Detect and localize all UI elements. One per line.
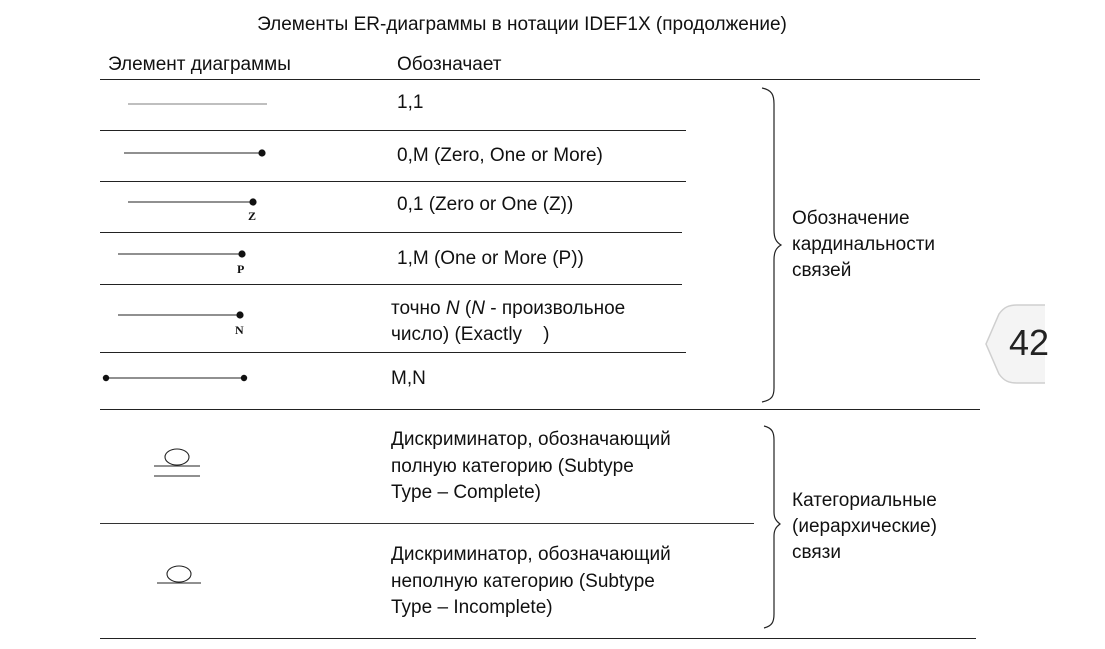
row-meaning-5-line1: точно N (N - произвольное xyxy=(391,296,625,321)
group1-label-2: кардинальности xyxy=(792,234,936,255)
symbol-circle-double-line xyxy=(154,448,200,477)
row-divider xyxy=(100,181,686,182)
symbol-circle-single-line xyxy=(157,565,201,584)
symbol-letter-n: N xyxy=(235,323,244,337)
meaning-rest: - произвольное xyxy=(484,298,626,319)
disc1-line1: Дискриминатор, обозначающий xyxy=(391,429,671,450)
header-element: Элемент диаграммы xyxy=(108,54,291,75)
meaning-n: N xyxy=(471,298,485,319)
row-divider xyxy=(100,130,686,131)
row-divider xyxy=(100,352,686,353)
row-meaning-2: 0,M (Zero, One or More) xyxy=(397,145,603,166)
header-meaning: Обозначает xyxy=(397,54,502,75)
disc2-line3: Type – Incomplete) xyxy=(391,597,553,618)
symbol-plain-line xyxy=(128,103,267,105)
row-divider xyxy=(100,232,682,233)
bottom-divider xyxy=(100,638,976,639)
row-meaning-1: 1,1 xyxy=(397,92,424,113)
header-divider xyxy=(100,79,980,80)
brace-cardinality xyxy=(761,87,783,403)
group2-label-2: (иерархические) xyxy=(792,516,937,537)
symbol-dot-line-dot xyxy=(102,374,248,382)
group2-label-3: связи xyxy=(792,542,841,563)
row-meaning-4: 1,M (One or More (P)) xyxy=(397,248,584,269)
group2-label-1: Категориальные xyxy=(792,490,937,511)
page-number: 42 xyxy=(1009,322,1050,363)
disc2-line2: неполную категорию (Subtype xyxy=(391,571,655,592)
meaning-mid: ( xyxy=(459,298,472,319)
symbol-line-dot xyxy=(124,149,266,157)
row-divider xyxy=(100,284,682,285)
group1-label-3: связей xyxy=(792,260,852,281)
page-number-tab: 42 xyxy=(985,304,1105,384)
meaning-n: N xyxy=(445,298,460,319)
disc2-line1: Дискриминатор, обозначающий xyxy=(391,544,671,565)
row-meaning-5-line2: число) (Exactly ) xyxy=(391,324,550,345)
symbol-line-dot-p xyxy=(118,250,246,258)
symbol-letter-p: P xyxy=(237,262,245,276)
disc1-line3: Type – Complete) xyxy=(391,482,541,503)
meaning-prefix: точно xyxy=(391,298,446,319)
row-meaning-3: 0,1 (Zero or One (Z)) xyxy=(397,194,574,215)
brace-categorial xyxy=(763,425,781,629)
group1-label-1: Обозначение xyxy=(792,208,910,229)
page-title: Элементы ER-диаграммы в нотации IDEF1X (… xyxy=(257,14,787,35)
disc1-line2: полную категорию (Subtype xyxy=(391,456,634,477)
symbol-letter-z: Z xyxy=(248,209,257,223)
symbol-line-dot-z xyxy=(128,198,257,206)
symbol-line-dot-n xyxy=(118,311,244,319)
section-divider xyxy=(100,409,980,410)
row-divider xyxy=(100,523,754,524)
row-meaning-6: M,N xyxy=(391,368,426,389)
